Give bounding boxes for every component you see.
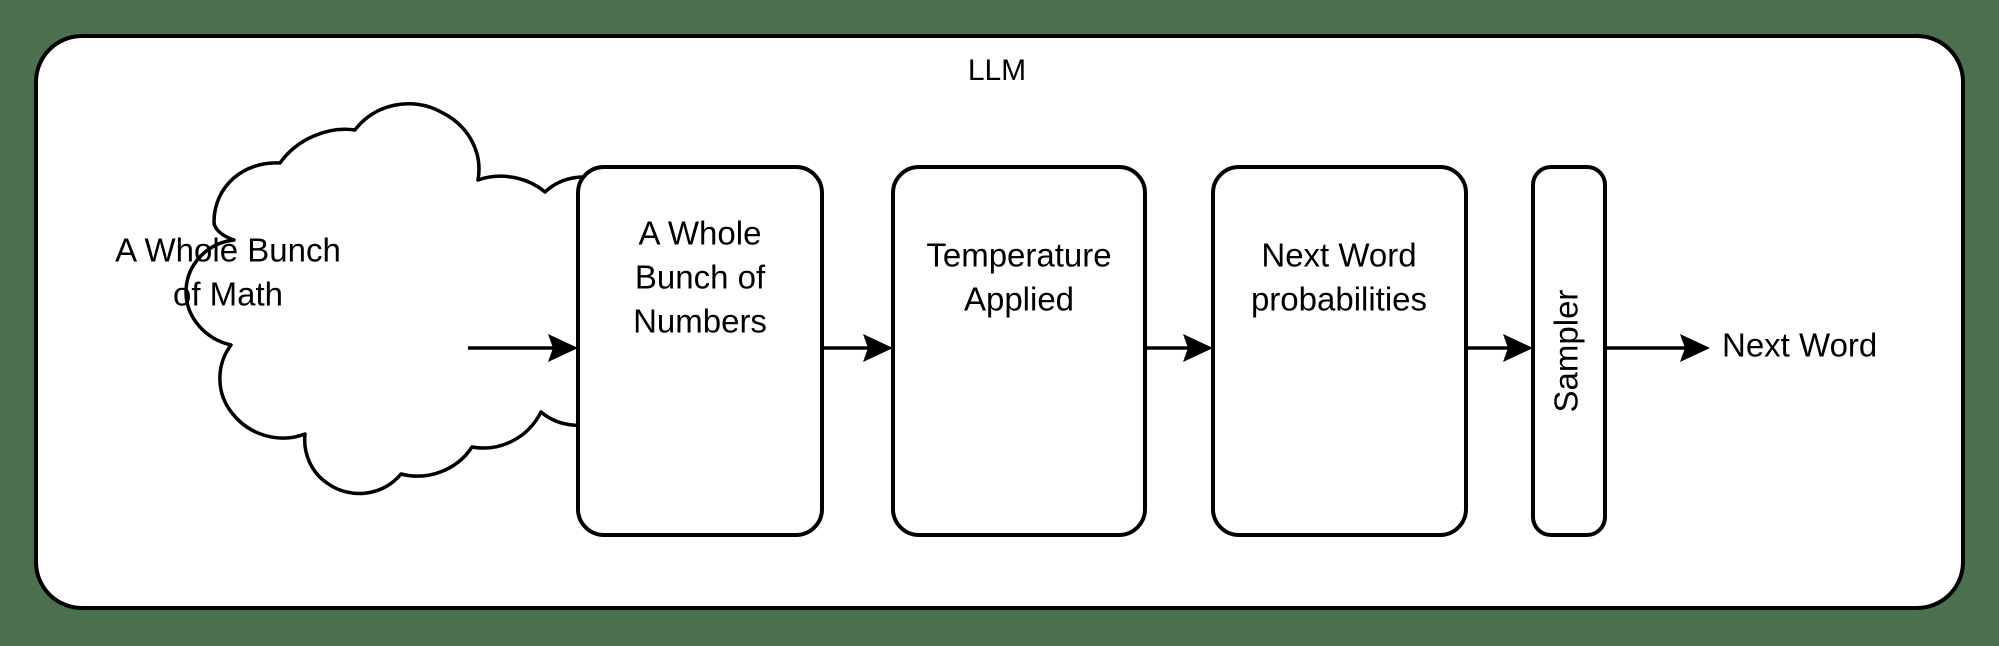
arrow-cloud-to-numbers — [468, 334, 578, 362]
temperature-box-label-line1: Temperature — [926, 237, 1111, 274]
sampler-box-shape — [1531, 165, 1607, 537]
temperature-box-shape — [891, 165, 1147, 537]
math-cloud-label-line1: A Whole Bunch — [115, 232, 341, 269]
numbers-box-label-line3: Numbers — [633, 303, 767, 340]
probabilities-box-shape — [1211, 165, 1468, 537]
numbers-box-label-line2: Bunch of — [635, 259, 766, 296]
math-cloud-label-line2: of Math — [173, 276, 283, 313]
next-word-output-label: Next Word — [1722, 327, 1877, 364]
temperature-box-label-line2: Applied — [964, 281, 1074, 318]
numbers-box-label-line1: A Whole — [639, 215, 762, 252]
numbers-box-shape — [576, 165, 824, 537]
arrow-probabilities-to-sampler — [1466, 334, 1533, 362]
arrow-temperature-to-probabilities — [1145, 334, 1213, 362]
sampler-box-label: Sampler — [1548, 290, 1585, 413]
llm-title: LLM — [968, 54, 1026, 87]
probabilities-box-label-line2: probabilities — [1251, 281, 1427, 318]
arrow-numbers-to-temperature — [822, 334, 893, 362]
probabilities-box-label-line1: Next Word — [1261, 237, 1416, 274]
arrow-sampler-to-next-word — [1605, 334, 1710, 362]
